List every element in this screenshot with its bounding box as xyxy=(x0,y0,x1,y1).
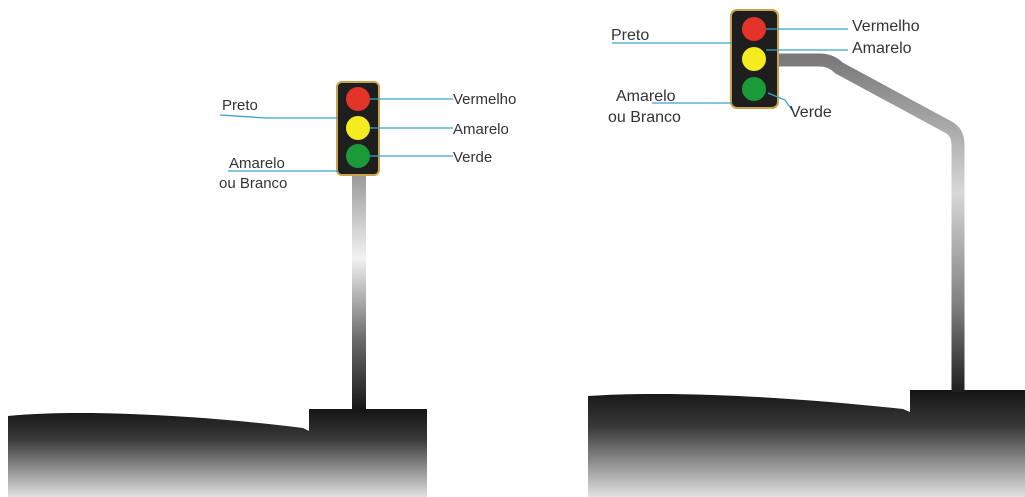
label-yellow-left: Amarelo xyxy=(453,121,509,138)
label-green-right: Verde xyxy=(790,104,832,121)
label-backplate-left-line2: ou Branco xyxy=(219,175,287,192)
yellow-lamp-right xyxy=(742,47,766,71)
label-yellow-right: Amarelo xyxy=(852,40,912,57)
label-black-right: Preto xyxy=(611,27,649,44)
label-backplate-left-line1: Amarelo xyxy=(229,155,285,172)
label-green-left: Verde xyxy=(453,149,492,166)
yellow-lamp-left xyxy=(346,116,370,140)
ground-left xyxy=(8,409,427,497)
green-lamp-right xyxy=(742,77,766,101)
pole-right xyxy=(775,53,965,392)
leader-lines-left xyxy=(219,98,453,172)
label-black-left: Preto xyxy=(222,97,258,114)
red-lamp-left xyxy=(346,87,370,111)
label-backplate-right-line2: ou Branco xyxy=(608,109,681,126)
ground-right xyxy=(588,390,1025,497)
leader-lines-right xyxy=(612,28,848,111)
green-lamp-left xyxy=(346,144,370,168)
pole-left xyxy=(352,176,366,410)
red-lamp-right xyxy=(742,17,766,41)
label-red-right: Vermelho xyxy=(852,18,920,35)
label-red-left: Vermelho xyxy=(453,91,516,108)
label-backplate-right-line1: Amarelo xyxy=(616,88,676,105)
